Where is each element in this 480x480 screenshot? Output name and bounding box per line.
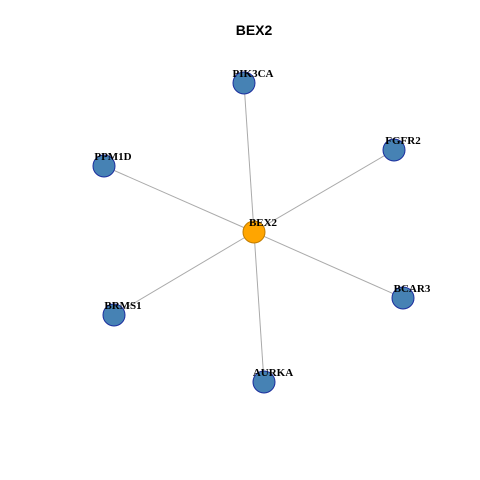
node-pik3ca: PIK3CA <box>232 68 274 95</box>
node-circle-pik3ca <box>232 71 256 95</box>
edge-bex2-ppm1d <box>103 165 255 233</box>
node-label-bcar3: BCAR3 <box>394 283 431 295</box>
node-label-aurka: AURKA <box>253 367 293 379</box>
node-circle-aurka <box>252 370 276 394</box>
node-label-ppm1d: PPM1D <box>94 151 131 163</box>
edge-bex2-brms1 <box>113 231 255 316</box>
node-ppm1d: PPM1D <box>92 151 132 178</box>
edges-layer <box>103 82 404 383</box>
edge-bex2-fgfr2 <box>253 149 395 233</box>
node-circle-fgfr2 <box>382 138 406 162</box>
node-bex2: BEX2 <box>242 217 278 244</box>
node-label-fgfr2: FGFR2 <box>385 135 421 147</box>
diagram-title: BEX2 <box>236 22 273 38</box>
edge-bex2-bcar3 <box>253 231 404 299</box>
node-bcar3: BCAR3 <box>391 283 431 310</box>
node-label-pik3ca: PIK3CA <box>233 68 274 80</box>
node-label-bex2: BEX2 <box>249 217 278 229</box>
node-circle-bcar3 <box>391 286 415 310</box>
node-circle-bex2 <box>242 220 266 244</box>
node-circle-ppm1d <box>92 154 116 178</box>
edge-bex2-aurka <box>253 231 265 383</box>
node-circle-brms1 <box>102 303 126 327</box>
node-aurka: AURKA <box>252 367 293 394</box>
node-fgfr2: FGFR2 <box>382 135 421 162</box>
node-brms1: BRMS1 <box>102 300 142 327</box>
edge-bex2-pik3ca <box>243 82 255 233</box>
node-label-brms1: BRMS1 <box>104 300 141 312</box>
